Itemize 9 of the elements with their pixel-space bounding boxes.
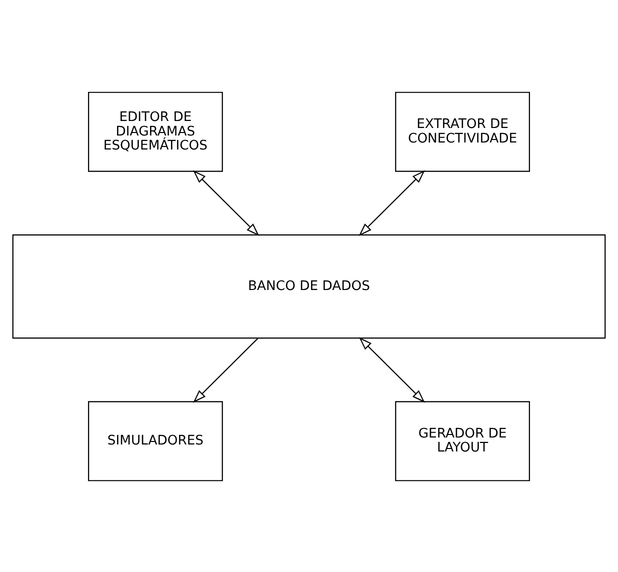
arrow — [358, 336, 425, 402]
node-box: EXTRATOR DE CONECTIVIDADE — [395, 91, 530, 172]
node-box: GERADOR DE LAYOUT — [395, 400, 530, 481]
arrow — [193, 337, 258, 402]
arrow — [193, 170, 260, 236]
arrow — [358, 170, 425, 236]
node-box: BANCO DE DADOS — [12, 234, 606, 338]
node-box: EDITOR DE DIAGRAMAS ESQUEMÁTICOS — [88, 91, 223, 172]
node-box: SIMULADORES — [88, 400, 223, 481]
